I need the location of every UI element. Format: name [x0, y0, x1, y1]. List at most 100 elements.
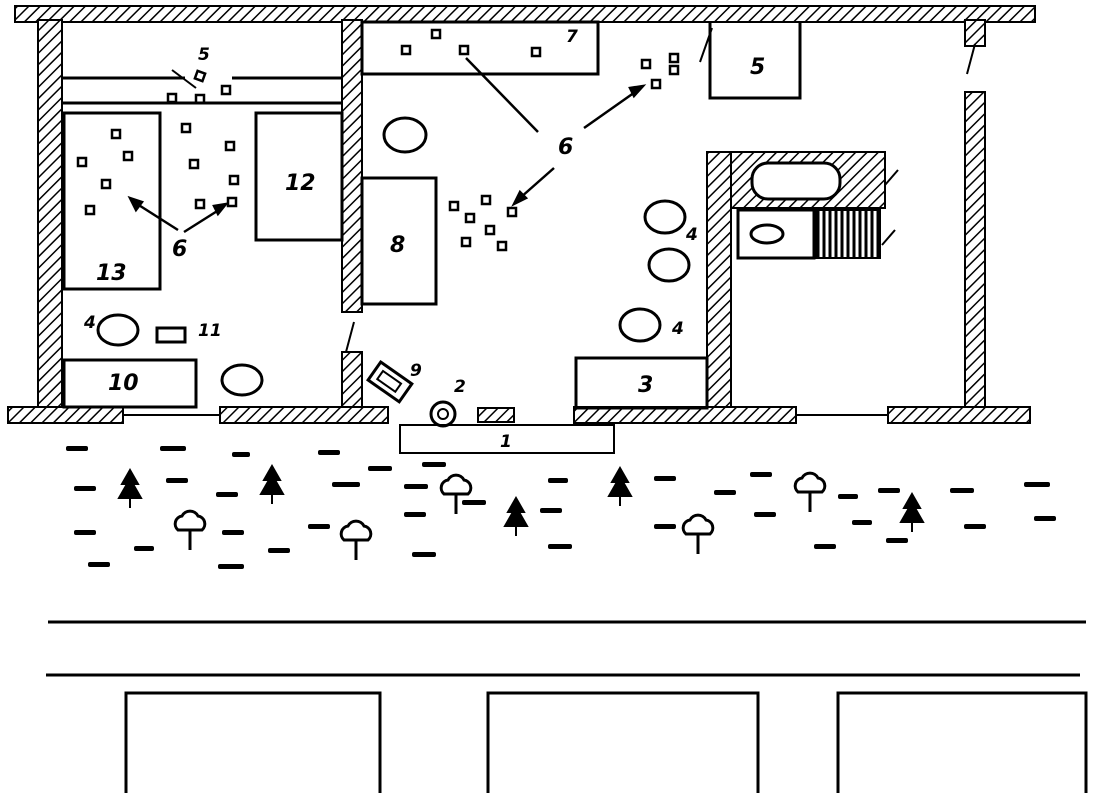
guest-dot: [76, 156, 88, 168]
label-guests-left: 6: [172, 237, 187, 262]
grass-dash: [74, 486, 96, 491]
guest-dot: [668, 52, 680, 64]
partition-wall-lower: [341, 351, 363, 413]
guest-dot: [220, 84, 232, 96]
label-table-8: 8: [390, 233, 405, 258]
conifer-tree: [117, 467, 143, 508]
stove-grid: [815, 209, 881, 259]
exit-7-arrow: [966, 43, 976, 75]
conifer-tree: [503, 495, 529, 536]
grass-dash: [66, 446, 88, 451]
grass-dash: [878, 488, 900, 493]
grass-dash: [654, 476, 676, 481]
vent-line-1: [884, 169, 899, 186]
grass-dash: [232, 452, 250, 457]
guest-dot: [496, 240, 508, 252]
grass-dash: [318, 450, 340, 455]
arrowhead: [127, 195, 145, 213]
guest-dot: [194, 198, 206, 210]
label-chair-right-top: 4: [685, 225, 698, 245]
grass-dash: [412, 552, 436, 557]
guest-markers: [76, 28, 680, 252]
deciduous-tree: [339, 519, 373, 560]
label-counter-7: 7: [566, 27, 578, 47]
building-right: [836, 691, 1088, 793]
bathtub: [750, 161, 842, 201]
left-room: [62, 69, 344, 409]
grass-dash: [404, 512, 426, 517]
grass-dash: [838, 494, 858, 499]
labels: 10 8 12 13 4 4 4 11 5 5 6 6 7 9 2 1 3: [83, 27, 765, 452]
sink-block: [736, 208, 816, 260]
street: [46, 620, 1086, 677]
counter-3: [574, 356, 709, 410]
chair-right-2: [647, 247, 691, 283]
grass-dash: [886, 538, 908, 543]
sink: [749, 223, 785, 245]
arrowhead: [511, 189, 529, 207]
conifer-tree: [899, 491, 925, 532]
arrowhead: [212, 202, 230, 217]
vent-line-2: [881, 229, 896, 246]
grass-dash: [852, 520, 872, 525]
item-2-inner: [437, 408, 449, 420]
grass-dash: [134, 546, 154, 551]
guest-dot: [122, 150, 134, 162]
left-wall: [37, 19, 63, 416]
chair-left-2: [220, 363, 264, 397]
chair-right-1: [643, 199, 687, 235]
grass-dash: [750, 472, 772, 477]
grass-dash: [368, 466, 392, 471]
guest-dot: [484, 224, 496, 236]
grass-dash: [654, 524, 676, 529]
grass-dash: [964, 524, 986, 529]
door-post: [477, 407, 515, 423]
label-chair-left: 4: [83, 313, 96, 333]
guest-dot: [430, 28, 442, 40]
grass-dash: [268, 548, 290, 553]
grass-dash: [216, 492, 238, 497]
conifer-tree: [607, 465, 633, 506]
deciduous-tree: [681, 513, 715, 554]
grass-dash: [74, 530, 96, 535]
grass-dash: [404, 484, 428, 489]
bottom-wall-mid: [219, 406, 389, 424]
label-small-item-11: 11: [198, 321, 222, 341]
guest-dot: [650, 78, 662, 90]
center-room: [345, 20, 802, 428]
label-item-9: 9: [410, 361, 422, 381]
grass-dash: [308, 524, 330, 529]
guest-dot: [464, 212, 476, 224]
arrows: [127, 57, 647, 234]
bed-13: [62, 111, 162, 291]
guest-dot: [84, 204, 96, 216]
grass-dash: [1024, 482, 1050, 487]
chair-center-top: [382, 116, 428, 154]
grass-dash: [950, 488, 974, 493]
guest-dot: [640, 58, 652, 70]
guest-dot: [506, 206, 518, 218]
label-guests-center: 6: [558, 135, 573, 160]
guest-dot: [193, 69, 207, 83]
guest-dot: [188, 158, 200, 170]
table-8: [360, 176, 438, 306]
guest-dot: [224, 140, 236, 152]
label-item-2: 2: [454, 377, 466, 397]
guest-dot: [668, 64, 680, 76]
right-wall-upper: [964, 19, 986, 47]
label-counter-3: 3: [638, 373, 653, 398]
guest-dot: [100, 178, 112, 190]
label-entrance-1: 1: [500, 432, 512, 452]
guest-dot: [530, 46, 542, 58]
walls: [7, 5, 1036, 454]
right-wall-lower: [964, 91, 986, 415]
grass-dash: [332, 482, 360, 487]
arrow-6-left-a: [133, 200, 179, 232]
grass-dash: [160, 446, 186, 451]
guest-dot: [226, 196, 238, 208]
service-wall: [706, 151, 732, 413]
grass-dash: [222, 530, 244, 535]
guest-dot: [400, 44, 412, 56]
grass-dash: [540, 508, 562, 513]
